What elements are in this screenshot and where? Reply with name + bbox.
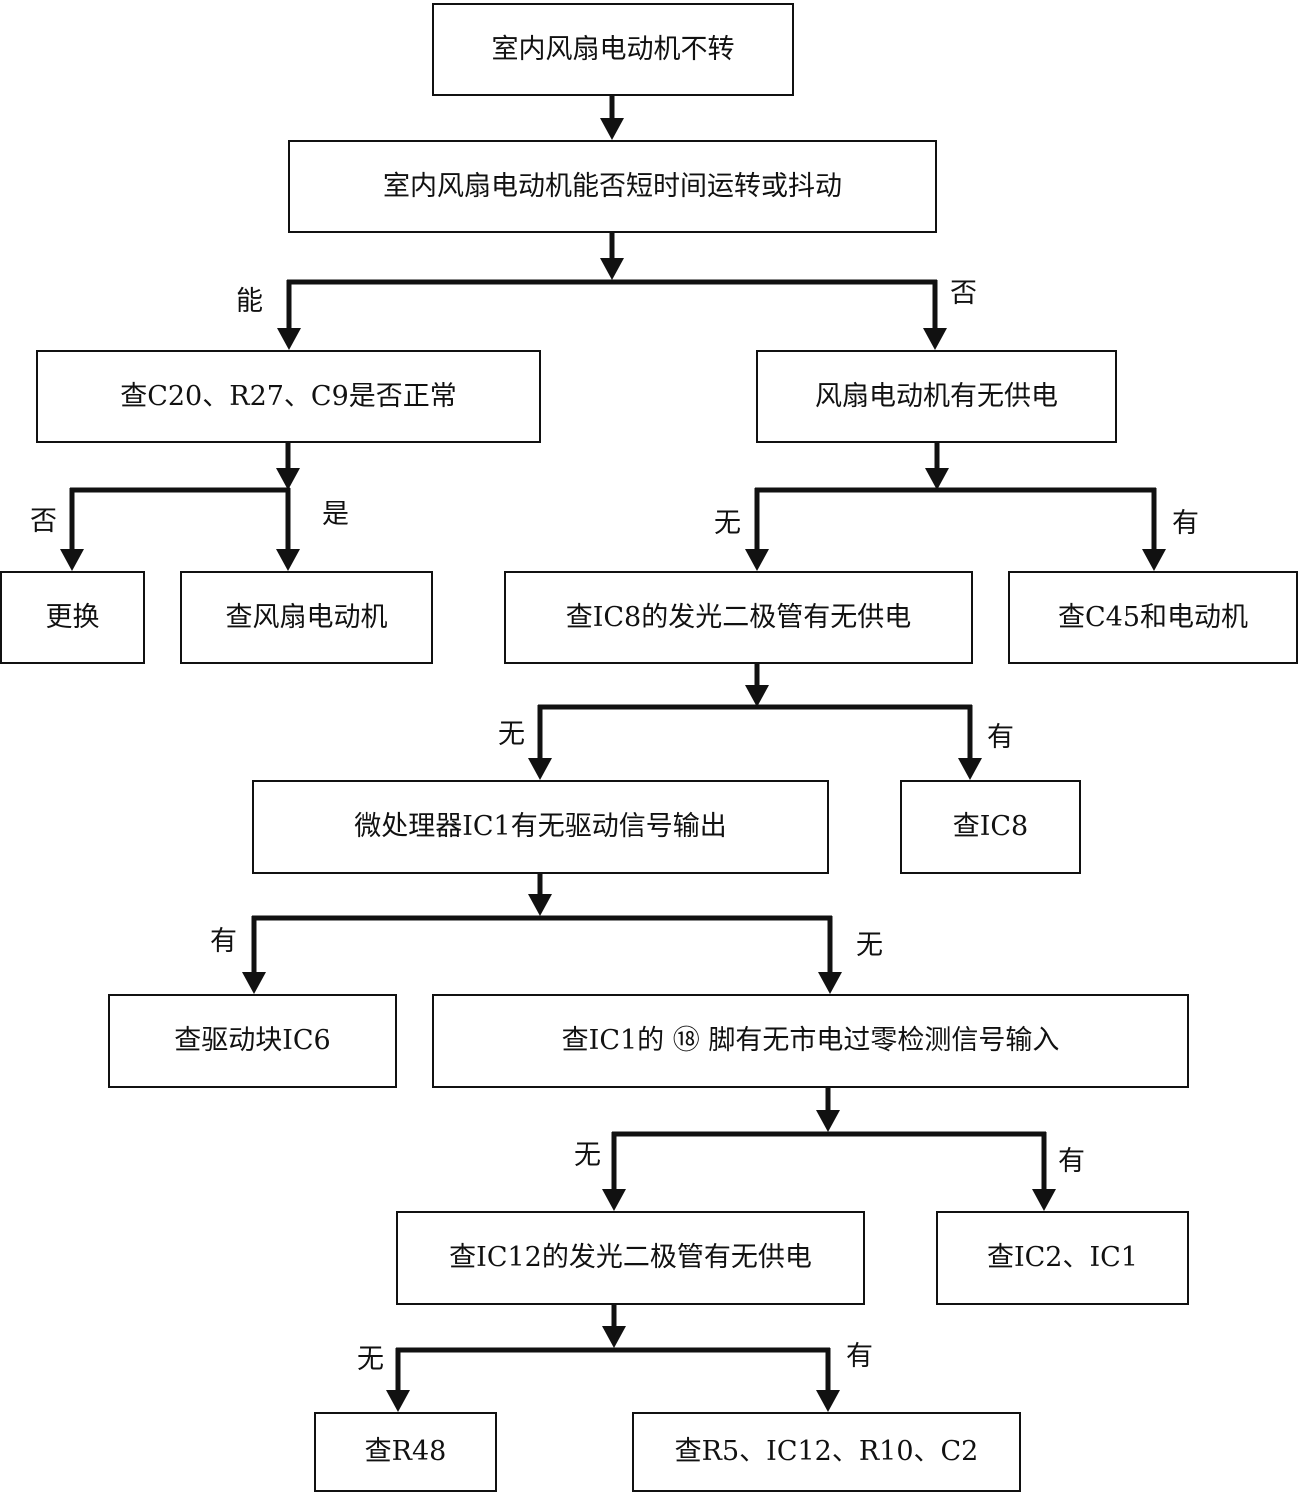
node-check-ic8: 查IC8 xyxy=(900,780,1081,874)
node-check-r48: 查R48 xyxy=(314,1412,497,1492)
branch-label-pin18-has: 有 xyxy=(1058,1146,1085,1177)
arrowhead xyxy=(242,972,266,994)
arrowhead xyxy=(60,549,84,571)
node-check-motor: 查风扇电动机 xyxy=(180,571,433,664)
arrowhead xyxy=(602,1189,626,1211)
arrowhead xyxy=(600,118,624,140)
branch-label-power-none: 无 xyxy=(714,508,741,539)
arrowhead xyxy=(528,894,552,916)
branch-label-caps-no: 否 xyxy=(30,506,57,537)
arrowhead xyxy=(1142,549,1166,571)
branch-label-drive-none: 无 xyxy=(856,930,883,961)
branch-label-drive-has: 有 xyxy=(210,926,237,957)
node-check-r5: 查R5、IC12、R10、C2 xyxy=(632,1412,1021,1492)
node-mcu-drive: 微处理器IC1有无驱动信号输出 xyxy=(252,780,829,874)
node-ic8-led: 查IC8的发光二极管有无供电 xyxy=(504,571,973,664)
arrowhead xyxy=(276,549,300,571)
branch-label-ic12-has: 有 xyxy=(846,1341,873,1372)
arrowhead xyxy=(528,758,552,780)
arrowhead xyxy=(602,1326,626,1348)
node-q-run: 室内风扇电动机能否短时间运转或抖动 xyxy=(288,140,937,233)
branch-label-ic8-has: 有 xyxy=(987,722,1014,753)
branch-label-caps-yes: 是 xyxy=(322,499,349,530)
node-check-ic6: 查驱动块IC6 xyxy=(108,994,397,1088)
branch-label-ic8-none: 无 xyxy=(498,719,525,750)
node-start: 室内风扇电动机不转 xyxy=(432,3,794,96)
arrowhead xyxy=(1032,1189,1056,1211)
node-ic12-led: 查IC12的发光二极管有无供电 xyxy=(396,1211,865,1305)
branch-label-pin18-none: 无 xyxy=(574,1140,601,1171)
arrowhead xyxy=(818,972,842,994)
arrowhead xyxy=(277,328,301,350)
arrowhead xyxy=(958,758,982,780)
branch-label-can: 能 xyxy=(236,286,263,317)
node-ic1-pin18: 查IC1的 ⑱ 脚有无市电过零检测信号输入 xyxy=(432,994,1189,1088)
node-replace: 更换 xyxy=(0,571,145,664)
arrowhead xyxy=(600,258,624,280)
arrowhead xyxy=(386,1390,410,1412)
node-check-ic2: 查IC2、IC1 xyxy=(936,1211,1189,1305)
branch-label-power-has: 有 xyxy=(1172,508,1199,539)
arrowhead xyxy=(925,468,949,490)
arrowhead xyxy=(816,1390,840,1412)
arrowhead xyxy=(816,1110,840,1132)
arrowhead xyxy=(276,468,300,490)
arrowhead xyxy=(745,685,769,707)
arrowhead xyxy=(745,549,769,571)
arrowhead xyxy=(923,328,947,350)
node-power: 风扇电动机有无供电 xyxy=(756,350,1117,443)
branch-label-ic12-none: 无 xyxy=(357,1344,384,1375)
node-check-caps: 查C20、R27、C9是否正常 xyxy=(36,350,541,443)
node-check-c45: 查C45和电动机 xyxy=(1008,571,1298,664)
branch-label-no-run: 否 xyxy=(950,278,977,309)
